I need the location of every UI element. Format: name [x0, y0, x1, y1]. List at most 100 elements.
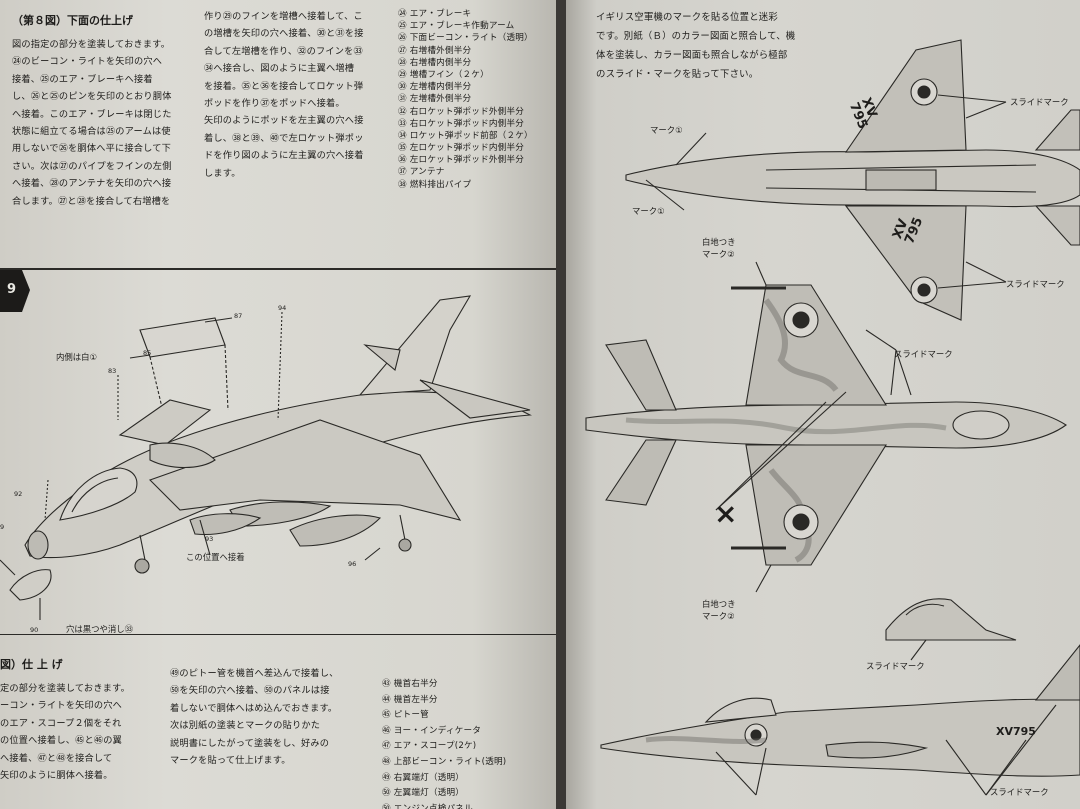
parts-list-item: ㉜ 右ロケット弾ポッド外側半分 [398, 106, 525, 117]
text-line: ㉞へ接合し、図のように主翼へ増槽 [204, 63, 355, 75]
text-line: 状態に組立てる場合は㉕のアームは使 [12, 125, 171, 137]
parts-list-item: ㉗ 右増槽外側半分 [398, 45, 472, 56]
parts-list-item: ㊿ 左翼端灯（透明） [382, 788, 465, 799]
text-line: マークを貼って仕上げます。 [170, 754, 291, 766]
parts-list-item: ㊹ 機首左半分 [382, 694, 438, 705]
label-slide-mark-underside: スライドマーク [894, 349, 953, 359]
text-line: へ接着、㉘のアンテナを矢印の穴へ接 [12, 178, 172, 190]
section-divider-bottom [0, 634, 556, 635]
figure9-illustration [0, 270, 532, 620]
part-number: 87 [234, 312, 243, 320]
finish-text-col2: ㊾のピトー管を機首へ差込んで接着し、㊿を矢印の穴へ接着、㊿のパネルは接着しないで… [170, 665, 339, 769]
text-line: ㊾のピトー管を機首へ差込んで接着し、 [170, 668, 339, 679]
part-number: 96 [348, 560, 357, 568]
marking-intro-text: イギリス空軍機のマークを貼る位置と迷彩です。別紙（Ｂ）のカラー図面と照合して、機… [596, 8, 795, 84]
text-line: 着し、㊳と㊴、㊵で左ロケット弾ポッ [204, 132, 364, 144]
text-line: のエア・スコープ２個をそれ [0, 717, 122, 729]
text-line: 着しないで胴体へはめ込んでおきます。 [170, 702, 338, 714]
text-line: 図の指定の部分を塗装しておきます。 [12, 39, 171, 50]
part-number: 90 [30, 626, 39, 634]
text-line: です。別紙（Ｂ）のカラー図面と照合して、機 [596, 31, 796, 42]
text-line: 矢印のように胴体へ接着。 [0, 769, 113, 781]
marking-diagrams [585, 39, 1080, 796]
text-line: 定の部分を塗装しておきます。 [0, 683, 130, 694]
label-mark-1-lower: マーク① [632, 206, 665, 216]
step-badge-number: 9 [7, 282, 17, 297]
text-line: さい。次は㉗のパイプをフインの左側 [12, 160, 172, 172]
label-slide-mark-top: スライドマーク [1010, 97, 1069, 107]
parts-list-item: ㉘ 右増槽内側半分 [398, 57, 472, 68]
parts-list-item: ㊼ エア・スコープ(2ケ) [382, 741, 477, 752]
text-line: ドを作り図のように左主翼の穴へ接着 [204, 150, 364, 162]
text-line: します。 [204, 167, 241, 179]
label-slide-mark-canopy: スライドマーク [866, 661, 925, 671]
text-line: し、㉖と㉕のピンを矢印のとおり胴体 [12, 91, 172, 103]
parts-list-item: ㉟ 左ロケット弾ポッド内側半分 [398, 143, 525, 154]
parts-list-item: ㊸ 機首右半分 [382, 679, 438, 689]
text-line: ポッドを作り㊲をポッドへ接着。 [204, 97, 345, 109]
parts-list-item: ㉞ ロケット弾ポッド前部（２ケ） [398, 130, 533, 141]
part-number: 93 [205, 535, 214, 543]
text-line: 体を塗装し、カラー図面も照合しながら極部 [596, 50, 788, 61]
text-line: の増槽を矢印の穴へ接着、㉚と㉛を接 [204, 28, 364, 40]
label-inside-white: 内側は白① [56, 352, 98, 362]
left-page: （第８図）下面の仕上げ 図の指定の部分を塗装しておきます。㉔のビーコン・ライトを… [0, 0, 556, 809]
parts-list-item: ㊽ 上部ビーコン・ライト(透明) [382, 756, 507, 767]
right-page: イギリス空軍機のマークを貼る位置と迷彩です。別紙（Ｂ）のカラー図面と照合して、機… [566, 0, 1080, 809]
parts-list-item: ㉖ 下面ビーコン・ライト（透明） [398, 33, 533, 44]
text-line: イギリス空軍機のマークを貼る位置と迷彩 [596, 12, 778, 23]
parts-list-item: ㊿ エンジン点検パネル [382, 803, 473, 809]
parts-list-item: ㊳ 燃料排出パイプ [398, 179, 472, 190]
text-line: 説明書にしたがって塗装をし、好みの [170, 737, 330, 749]
label-slide-mark-side: スライドマーク [990, 787, 1049, 797]
label-mark-1-upper: マーク① [650, 125, 683, 135]
finish-text-col1: 定の部分を塗装しておきます。ーコン・ライトを矢印の穴へのエア・スコープ２個をそれ… [0, 680, 130, 784]
figure8-text-col1: 図の指定の部分を塗装しておきます。㉔のビーコン・ライトを矢印の穴へ接着、㉕のエア… [12, 36, 172, 210]
parts-list-item: ㉕ エア・ブレーキ作動アーム [398, 21, 515, 32]
cross-mark-icon: × [714, 497, 738, 530]
serial-side: XV795 [996, 725, 1036, 738]
label-white-mark-2-top: 白地つき マーク② [702, 237, 736, 259]
finish-heading: 図）仕 上 げ [0, 658, 63, 671]
text-line: ㉔のビーコン・ライトを矢印の穴へ [12, 56, 163, 68]
parts-list-item: ㉝ 右ロケット弾ポッド内側半分 [398, 118, 525, 129]
text-line: の位置へ接着し、㊺と㊻の翼 [0, 735, 123, 747]
label-white-mark-2-bottom: 白地つき マーク② [702, 599, 736, 621]
text-line: へ接着、㊼と㊽を接合して [0, 752, 113, 764]
text-line: 合して左増槽を作り、㉜のフインを㉝ [204, 45, 363, 57]
parts-list-item: ㊲ アンテナ [398, 167, 445, 178]
parts-list-item: ㉚ 左増槽内側半分 [398, 82, 472, 93]
parts-list-item: ㉛ 左増槽外側半分 [398, 94, 472, 105]
text-line: 次は別紙の塗装とマークの貼りかた [170, 720, 321, 732]
label-attach-position: この位置へ接着 [186, 552, 245, 562]
text-line: ーコン・ライトを矢印の穴へ [0, 700, 123, 712]
text-line: 用しないで㉖を胴体へ平に接合して下 [12, 143, 172, 155]
label-hole-matte-black: 穴は黒つや消し㉝ [66, 624, 133, 634]
figure8-text-col2: 作り㉙のフインを増槽へ接着して、この増槽を矢印の穴へ接着、㉚と㉛を接合して左増槽… [204, 8, 364, 182]
parts-list-item: ㉔ エア・ブレーキ [398, 9, 472, 19]
part-number: 9 [0, 523, 5, 531]
figure8-heading: （第８図）下面の仕上げ [12, 14, 133, 27]
part-number: 83 [108, 367, 117, 375]
parts-list-item: ㊺ ピトー管 [382, 710, 429, 721]
section-divider-top [0, 268, 556, 270]
step-badge [0, 270, 30, 312]
parts-list-item: ㉙ 増槽フイン（２ケ） [398, 69, 489, 80]
text-line: 合します。㉗と㉘を接合して右増槽を [12, 195, 171, 207]
text-line: 接着、㉕のエア・ブレーキへ接着 [12, 73, 153, 85]
part-number: 94 [278, 304, 287, 312]
text-line: ㊿を矢印の穴へ接着、㊿のパネルは接 [170, 685, 330, 697]
text-line: 矢印のようにポッドを左主翼の穴へ接 [204, 115, 364, 127]
label-slide-mark-top-lower: スライドマーク [1006, 279, 1065, 289]
text-line: を接着。㉟と㊱を接合してロケット弾 [204, 80, 364, 92]
part-number: 85 [143, 349, 152, 357]
parts-list-item: ㊾ 右翼端灯（透明） [382, 772, 465, 783]
text-line: 作り㉙のフインを増槽へ接着して、こ [204, 11, 363, 22]
text-line: のスライド・マークを貼って下さい。 [596, 69, 759, 80]
parts-list-item: ㊻ ヨー・インディケータ [382, 725, 482, 736]
part-number: 92 [14, 490, 23, 498]
text-line: へ接着。このエア・ブレーキは閉じた [12, 108, 172, 120]
parts-list-item: ㊱ 左ロケット弾ポッド外側半分 [398, 155, 525, 166]
